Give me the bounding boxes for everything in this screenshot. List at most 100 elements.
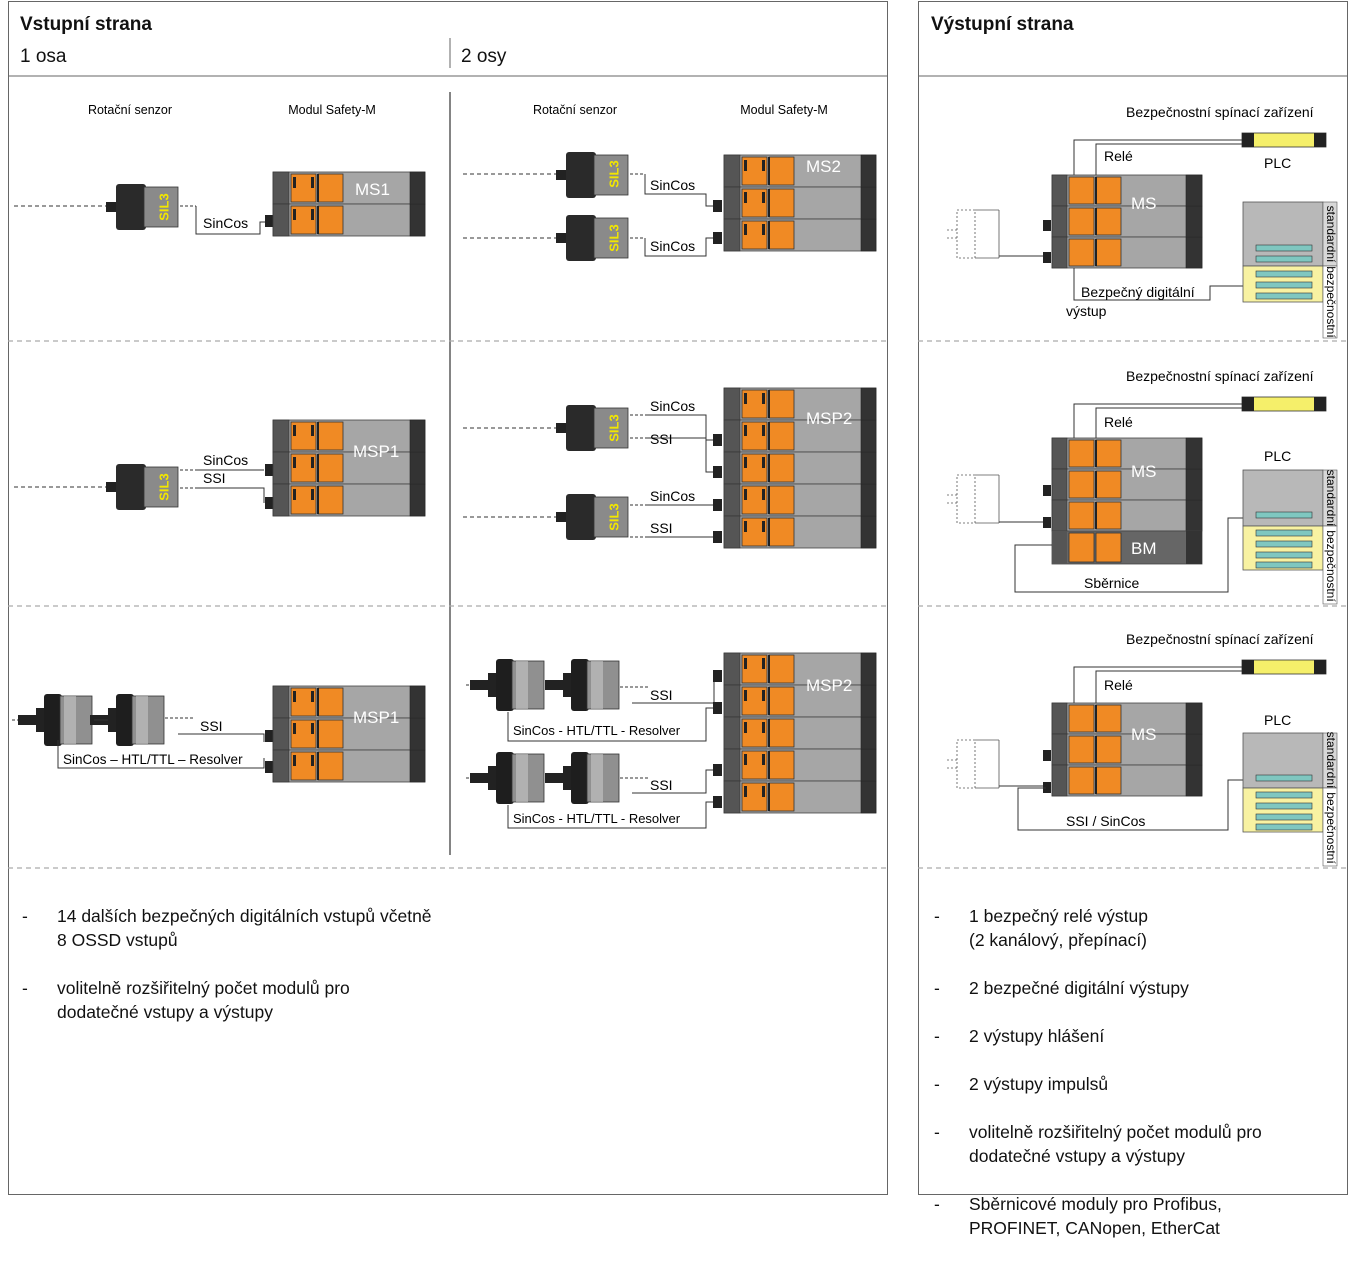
module-ms1: [272, 171, 426, 237]
relay-label: Relé: [1104, 414, 1133, 430]
sil3-badge: SIL3: [606, 224, 621, 251]
module-label: MS: [1131, 194, 1157, 213]
module-ms: [1051, 437, 1203, 532]
motor-icon: [544, 751, 620, 805]
output-row2: Bezpečnostní spínací zařízení Relé MS BM…: [946, 368, 1338, 605]
plc-icon: [1242, 469, 1338, 605]
module-label: MS: [1131, 725, 1157, 744]
plc-label: PLC: [1264, 448, 1291, 464]
switch-device-label: Bezpečnostní spínací zařízení: [1126, 631, 1314, 647]
signal-label-d: SinCos - HTL/TTL - Resolver: [513, 811, 681, 826]
row2-right: SIL3 SinCos SSI SIL3 SinCos SSI MSP2: [463, 387, 877, 549]
input-bullet-list: 14 dalších bezpečných digitálních vstupů…: [22, 880, 582, 1048]
row3-right: SSI SinCos - HTL/TTL - Resolver SSI SinC…: [466, 652, 877, 829]
switch-device-label: Bezpečnostní spínací zařízení: [1126, 368, 1314, 384]
output-row1: Bezpečnostní spínací zařízení Relé MS Be…: [946, 104, 1338, 339]
motor-icon: [469, 751, 545, 805]
axis1-label: 1 osa: [20, 46, 67, 67]
list-item: 1 bezpečný relé výstup (2 kanálový, přep…: [934, 904, 1334, 952]
output-row3: Bezpečnostní spínací zařízení Relé MS SS…: [946, 631, 1338, 867]
switch-device-icon: [1241, 659, 1327, 675]
col-label-sensor-right: Rotační senzor: [533, 103, 617, 117]
relay-label: Relé: [1104, 677, 1133, 693]
signal-label-c: SSI: [650, 777, 673, 793]
module-label: MS1: [355, 180, 390, 199]
relay-label: Relé: [1104, 148, 1133, 164]
module-msp1: [272, 685, 426, 783]
row3-left: SSI SinCos – HTL/TTL – Resolver MSP1: [12, 685, 426, 783]
sil3-badge: SIL3: [606, 160, 621, 187]
switch-device-label: Bezpečnostní spínací zařízení: [1126, 104, 1314, 120]
module-label: MS2: [806, 157, 841, 176]
diagram-canvas: Rotační senzor Modul Safety-M Rotační se…: [8, 38, 1348, 869]
plc-label: PLC: [1264, 155, 1291, 171]
bus-label: Sběrnice: [1084, 575, 1139, 591]
module-msp2: [723, 387, 877, 549]
signal-label-b: SSI: [203, 470, 226, 486]
list-item: 2 bezpečné digitální výstupy: [934, 976, 1334, 1000]
signal-label-c: SinCos: [650, 488, 695, 504]
col-label-module-right: Modul Safety-M: [740, 103, 828, 117]
module-label: MSP2: [806, 676, 852, 695]
col-label-module-left: Modul Safety-M: [288, 103, 376, 117]
signal-label-b: SinCos - HTL/TTL - Resolver: [513, 723, 681, 738]
sil3-badge: SIL3: [156, 193, 171, 220]
load-device-icon: [946, 739, 1000, 789]
signal-label-a: SSI: [200, 718, 223, 734]
list-item: volitelně rozšiřitelný počet modulů pro …: [934, 1120, 1334, 1168]
module-label: MSP1: [353, 708, 399, 727]
sil3-badge: SIL3: [606, 414, 621, 441]
list-item: 14 dalších bezpečných digitálních vstupů…: [22, 904, 582, 952]
signal-label: SinCos: [203, 215, 248, 231]
safety-label: bezpečnostní: [1324, 530, 1338, 602]
motor-icon: [469, 658, 545, 712]
sil3-badge: SIL3: [156, 473, 171, 500]
module-label: MSP2: [806, 409, 852, 428]
plc-icon: [1242, 732, 1338, 867]
signal-label-a: SinCos: [650, 177, 695, 193]
col-label-sensor-left: Rotační senzor: [88, 103, 172, 117]
row1-left: SIL3 SinCos MS1: [14, 171, 426, 237]
list-item: 2 výstupy hlášení: [934, 1024, 1334, 1048]
module-label: MSP1: [353, 442, 399, 461]
list-item: volitelně rozšiřitelný počet modulů pro …: [22, 976, 582, 1024]
signal-label-b: SinCos – HTL/TTL – Resolver: [63, 752, 243, 767]
standard-label: standardní: [1324, 470, 1338, 527]
signal-label-a: SinCos: [203, 452, 248, 468]
list-item: Sběrnicové moduly pro Profibus, PROFINET…: [934, 1192, 1334, 1240]
module-msp1: [272, 419, 426, 517]
plc-label: PLC: [1264, 712, 1291, 728]
input-title: Vstupní strana: [20, 14, 152, 35]
load-device-icon: [946, 209, 1000, 259]
module-ms2: [723, 154, 877, 252]
output-label-b: výstup: [1066, 303, 1107, 319]
switch-device-icon: [1241, 132, 1327, 148]
module-label: MS: [1131, 462, 1157, 481]
axis2-label: 2 osy: [461, 46, 507, 67]
signal-label-b: SSI: [650, 431, 673, 447]
connection-label: SSI / SinCos: [1066, 813, 1145, 829]
module-ms: [1051, 174, 1203, 269]
motor-icon: [17, 693, 93, 747]
bm-label: BM: [1131, 539, 1157, 558]
switch-device-icon: [1241, 396, 1327, 412]
output-title: Výstupní strana: [931, 14, 1074, 35]
sil3-badge: SIL3: [606, 503, 621, 530]
safety-label: bezpečnostní: [1324, 266, 1338, 338]
plc-icon: [1242, 201, 1338, 339]
row1-right: SIL3 SinCos SIL3 SinCos MS2: [463, 151, 877, 262]
row2-left: SIL3 SinCos SSI MSP1: [14, 419, 426, 517]
motor-icon: [544, 658, 620, 712]
module-ms: [1051, 702, 1203, 797]
signal-label-a: SSI: [650, 687, 673, 703]
signal-label-b: SinCos: [650, 238, 695, 254]
signal-label-a: SinCos: [650, 398, 695, 414]
signal-label-d: SSI: [650, 520, 673, 536]
module-bm: [1051, 530, 1203, 565]
list-item: 2 výstupy impulsů: [934, 1072, 1334, 1096]
module-msp2: [723, 652, 877, 814]
output-label-a: Bezpečný digitální: [1081, 284, 1195, 300]
load-device-icon: [946, 474, 1000, 524]
safety-label: bezpečnostní: [1324, 792, 1338, 864]
standard-label: standardní: [1324, 206, 1338, 263]
